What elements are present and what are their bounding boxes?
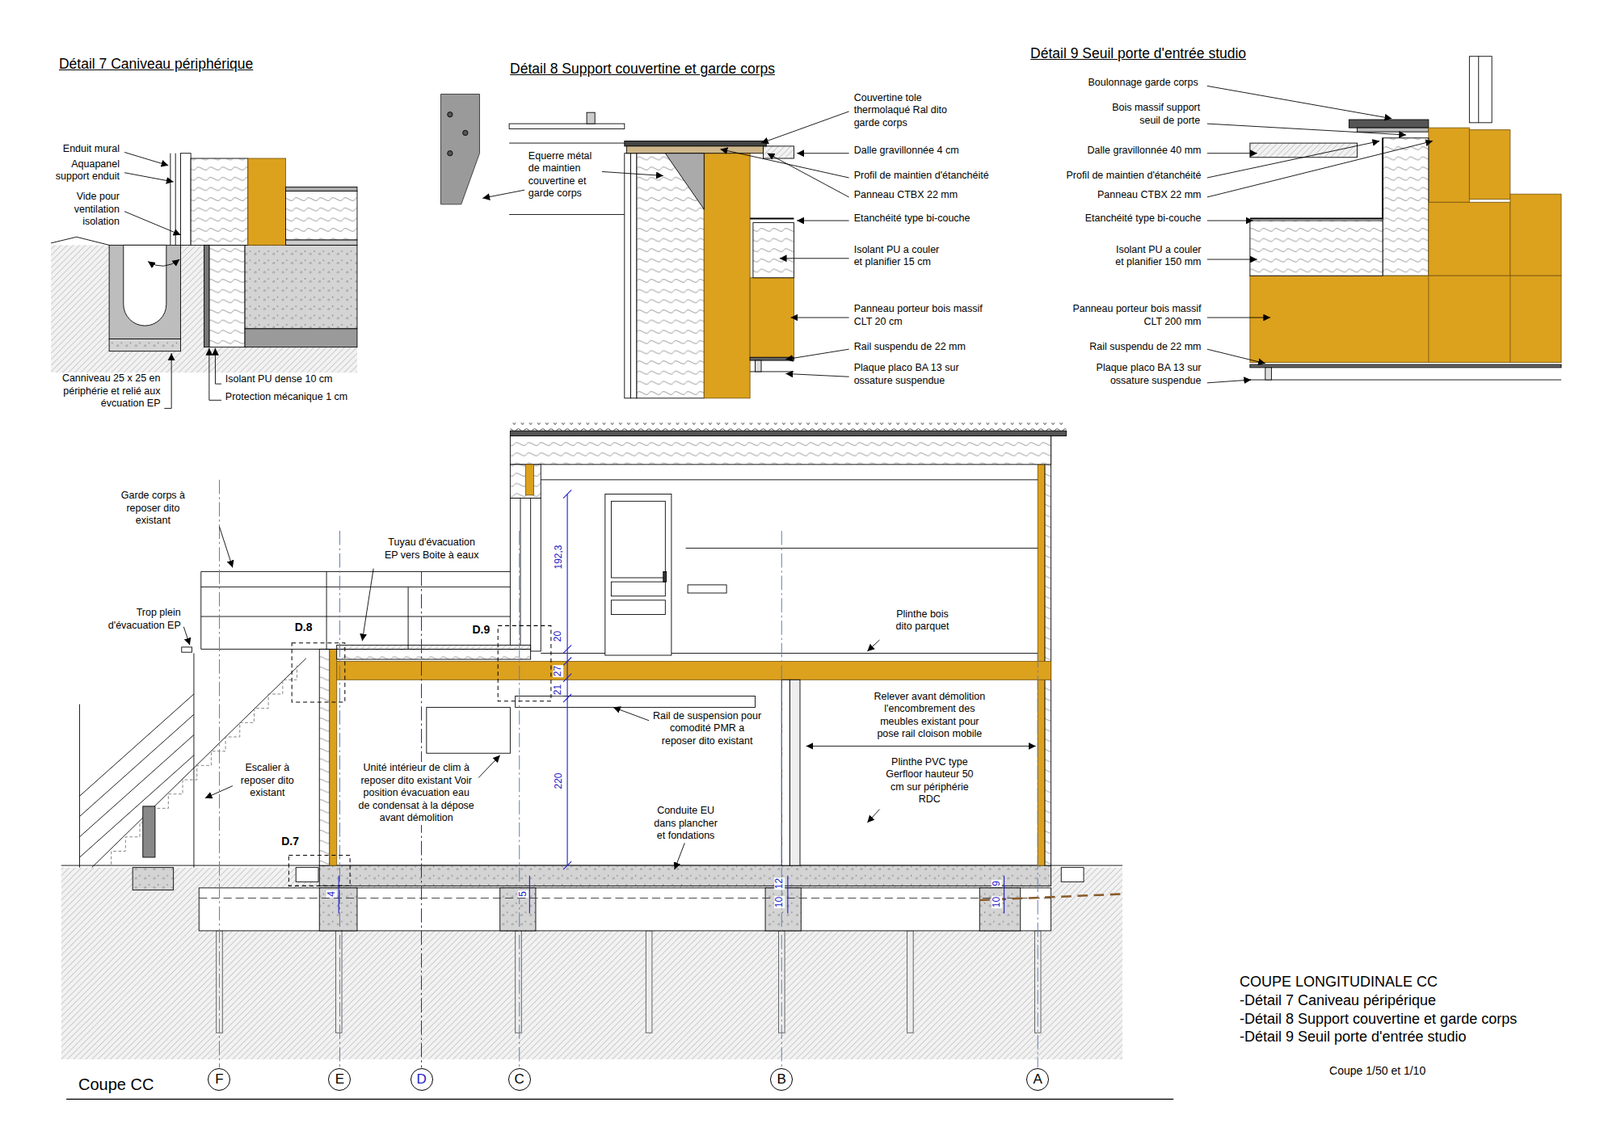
annotation-label: Couvertine tole thermolaqué Ral dito gar… (853, 92, 954, 131)
annotation-label: Boulonnage garde corps (1087, 76, 1200, 90)
annotation-label: 192,3 (552, 543, 564, 570)
annotation-label: Plinthe PVC type Gerfloor hauteur 50 cm … (881, 756, 977, 807)
annotation-label: Aquapanel support enduit (50, 158, 121, 184)
annotation-label: Unité intérieur de clim à reposer dito e… (357, 762, 476, 826)
annotation-label: Panneau CTBX 22 mm (853, 189, 960, 203)
annotation-label: Profil de maintien d'étanchéité (1065, 169, 1202, 183)
annotation-label: 220 (552, 771, 564, 790)
annotation-label: Isolant PU dense 10 cm (224, 373, 334, 387)
annotation-label: Bois massif support seuil de porte (1102, 101, 1201, 127)
annotation-label: Protection mécanique 1 cm (224, 391, 349, 405)
axis-letter: E (335, 1072, 345, 1087)
annotation-label: -Détail 9 Seuil porte d'entrée studio (1238, 1027, 1468, 1046)
grid-axis-circle: E (328, 1068, 351, 1091)
annotation-label: Rail suspendu de 22 mm (1088, 341, 1202, 354)
annotation-label: Profil de maintien d'étanchéité (853, 169, 990, 183)
annotation-label: 10 (991, 896, 1003, 909)
grid-axis-circle: B (770, 1068, 793, 1091)
annotation-label: Tuyau d'évacuation EP vers Boite à eaux (380, 536, 484, 562)
annotation-label: Rail suspendu de 22 mm (853, 341, 967, 354)
axis-letter: C (514, 1072, 525, 1087)
annotation-label: 12 (774, 877, 785, 890)
annotation-label: Panneau CTBX 22 mm (1096, 189, 1203, 203)
annotation-label: 5 (517, 890, 529, 898)
annotation-label: Dalle gravillonnée 40 mm (1086, 144, 1202, 158)
annotation-label: Equerre métal de maintien couvertine et … (527, 150, 599, 201)
annotation-label: Plaque placo BA 13 sur ossature suspendu… (853, 362, 973, 388)
annotation-label: Panneau porteur bois massif CLT 200 mm (1058, 303, 1203, 329)
annotation-label: Détail 7 Caniveau périphérique (58, 58, 254, 72)
annotation-label: 20 (552, 630, 564, 643)
annotation-label: 21 (552, 683, 564, 696)
annotation-label: Relever avant démolition l'encombrement … (867, 690, 991, 742)
grid-axis-circle: D (410, 1068, 434, 1091)
annotation-label: D.7 (280, 835, 300, 849)
axis-letter: F (214, 1072, 224, 1087)
annotation-label: Détail 9 Seuil porte d'entrée studio (1029, 47, 1247, 61)
grid-axis-circle: A (1026, 1068, 1049, 1091)
annotation-label: D.9 (471, 623, 491, 637)
drawing-title: COUPE LONGITUDINALE CC (1238, 972, 1439, 991)
annotation-label: Garde corps à reposer dito existant (111, 489, 194, 528)
annotation-label: Coupe CC (77, 1074, 155, 1095)
annotation-label: -Détail 8 Support couvertine et garde co… (1238, 1010, 1518, 1028)
annotation-label: Canniveau 25 x 25 en périphérie et relié… (51, 372, 162, 411)
axis-letter: A (1033, 1072, 1043, 1087)
annotation-label: Etanchéité type bi-couche (853, 212, 972, 226)
annotation-label: Rail de suspension pour comodité PMR a r… (651, 710, 763, 749)
annotation-label: Isolant PU a couler et planifier 15 cm (853, 244, 949, 270)
annotation-label: -Détail 7 Caniveau péripérique (1238, 991, 1437, 1010)
annotation-label: Vide pour ventilation isolation (62, 190, 121, 229)
annotation-label: Trop plein d'évacuation EP (83, 606, 182, 632)
annotation-label: 27 (552, 665, 564, 678)
annotation-label: Détail 8 Support couvertine et garde cor… (509, 63, 776, 76)
annotation-label: Enduit mural (62, 143, 121, 156)
annotation-label: Etanchéité type bi-couche (1084, 212, 1203, 226)
annotation-label: Plinthe bois dito parquet (889, 608, 956, 634)
annotation-label: 4 (326, 890, 337, 898)
annotation-label: Panneau porteur bois massif CLT 20 cm (853, 303, 998, 329)
annotation-label: 10 (774, 896, 785, 909)
grid-axis-circle: F (207, 1068, 231, 1091)
axis-letter: D (416, 1072, 426, 1087)
annotation-label: Escalier à reposer dito existant (234, 762, 301, 800)
annotation-label: Conduite EU dans plancher et fondations (649, 804, 723, 843)
annotation-label: Dalle gravillonnée 4 cm (853, 144, 960, 158)
grid-axis-circle: C (508, 1068, 531, 1091)
annotation-label: 9 (991, 880, 1003, 888)
annotation-label: Isolant PU a couler et planifier 150 mm (1107, 244, 1203, 270)
annotation-label: Plaque placo BA 13 sur ossature suspendu… (1083, 362, 1203, 388)
annotation-label: D.8 (294, 621, 314, 635)
annotation-label: Coupe 1/50 et 1/10 (1328, 1065, 1427, 1078)
axis-letter: B (777, 1072, 787, 1087)
